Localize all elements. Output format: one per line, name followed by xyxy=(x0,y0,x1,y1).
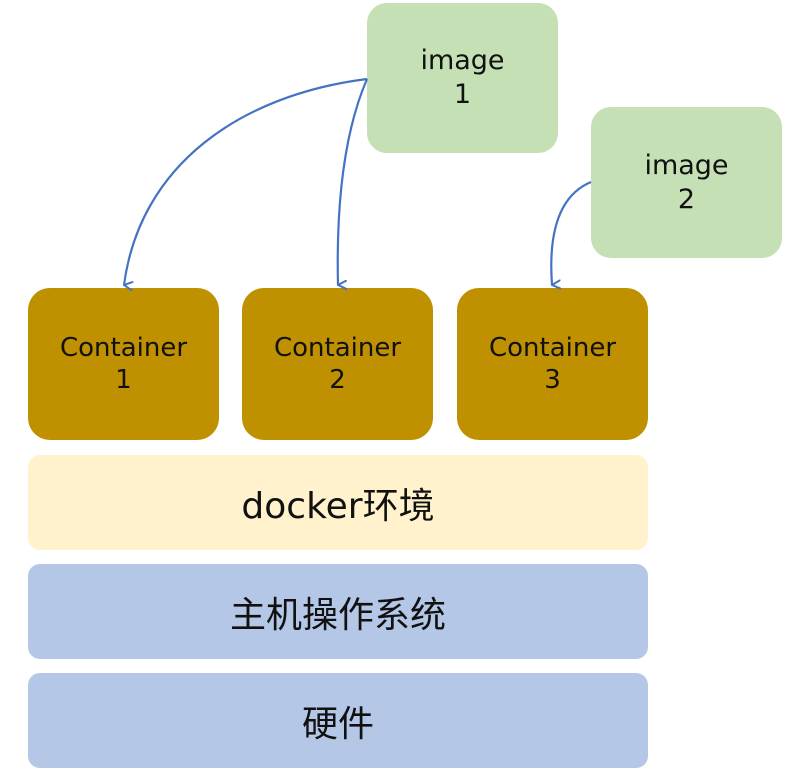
container-1-box: Container 1 xyxy=(28,288,219,440)
container-3-label: Container xyxy=(488,332,617,363)
arrow-image2-to-container3 xyxy=(550,180,592,290)
container-1-number: 1 xyxy=(115,365,132,395)
image-2-box: image 2 xyxy=(591,107,782,258)
container-3-box: Container 3 xyxy=(457,288,648,440)
docker-environment-label: docker环境 xyxy=(241,485,435,527)
image-1-label: image xyxy=(420,45,505,77)
container-1-label: Container xyxy=(59,332,188,363)
arrow-image1-to-container1 xyxy=(122,77,368,292)
arrow-image1-to-container2 xyxy=(336,78,369,290)
hardware-layer: 硬件 xyxy=(28,673,648,768)
container-2-number: 2 xyxy=(329,365,346,395)
host-os-layer: 主机操作系统 xyxy=(28,564,648,659)
container-2-label: Container xyxy=(273,332,402,363)
hardware-label: 硬件 xyxy=(301,703,374,745)
image-1-number: 1 xyxy=(453,79,472,110)
container-3-number: 3 xyxy=(544,365,561,395)
container-2-box: Container 2 xyxy=(242,288,433,440)
docker-environment-layer: docker环境 xyxy=(28,455,648,550)
image-2-label: image xyxy=(644,149,729,181)
host-os-label: 主机操作系统 xyxy=(229,594,446,636)
image-2-number: 2 xyxy=(677,183,696,215)
image-1-box: image 1 xyxy=(367,3,558,153)
